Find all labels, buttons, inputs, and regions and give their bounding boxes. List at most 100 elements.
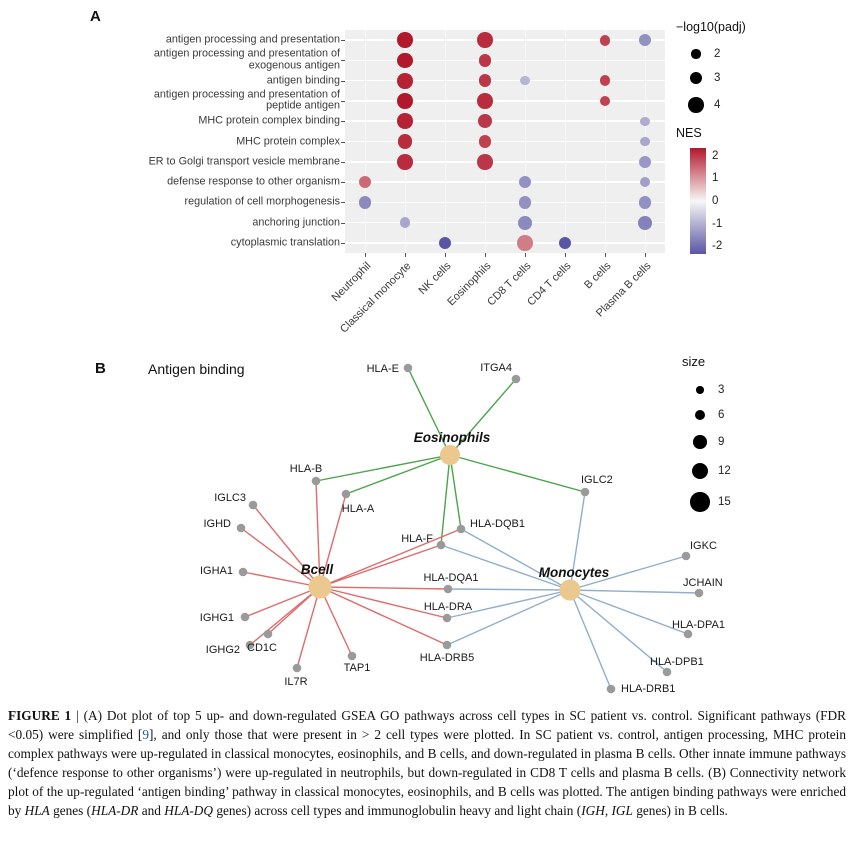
x-tick [485,253,486,257]
dotplot-point-plasma-b-cells [640,136,650,147]
gene-node-il7r [292,663,302,673]
citation-link[interactable]: 9 [142,727,149,742]
dotplot-point-cd8-t-cells [518,196,532,209]
caption-text: IGL [611,803,633,818]
network-size-legend-dot [694,409,706,421]
edge-bcell-hla-dra [319,586,448,619]
caption-text: genes) in B cells. [632,803,728,818]
gene-label-cd1c: CD1C [247,642,277,654]
edge-monocytes-igkc [569,555,687,591]
caption-text: genes ( [49,803,92,818]
dotplot-point-eosinophils [477,93,493,109]
h-gridline [345,242,665,244]
size-legend-dot [691,49,701,59]
y-tick [341,121,345,123]
nes-tick-label: 2 [712,149,719,162]
y-tick [341,80,345,82]
x-tick [645,253,646,257]
edge-bcell-il7r [296,586,321,669]
dotplot-point-cd8-t-cells [520,76,530,86]
edge-bcell-hla-dqb1 [319,528,462,588]
y-tick [341,141,345,143]
gene-node-iglc2 [580,487,590,497]
edge-monocytes-hla-dpb1 [569,589,668,673]
dotplot-point-eosinophils [477,153,493,170]
gene-label-iglc3: IGLC3 [214,492,246,504]
caption-text: HLA [24,803,50,818]
gene-label-igha1: IGHA1 [200,565,233,577]
network-size-legend-dot [691,462,709,480]
size-legend-dot [688,97,704,113]
pathway-label: regulation of cell morphogenesis [184,195,340,208]
edge-eosinophils-itga4 [449,378,517,456]
gene-label-hla-drb1: HLA-DRB1 [621,683,675,695]
dotplot-point-cd4-t-cells [558,236,572,250]
gene-label-ighg2: IGHG2 [206,644,240,656]
edge-bcell-hla-a [319,493,347,588]
figure-caption: FIGURE 1 | (A) Dot plot of top 5 up- and… [8,706,846,820]
pathway-label: anchoring junction [252,215,340,228]
gene-label-hla-drb5: HLA-DRB5 [420,652,474,664]
caption-text: HLA-DQ [164,803,214,818]
edge-bcell-igha1 [242,571,321,588]
network-title: Antigen binding [148,361,245,377]
gene-node-tap1 [347,651,357,661]
x-tick [565,253,566,257]
edge-monocytes-hla-drb1 [569,589,612,690]
x-tick [445,253,446,257]
caption-text: [ [137,727,143,742]
nes-tick-label: 1 [712,172,719,185]
y-tick [341,242,345,244]
gene-label-hla-f: HLA-F [401,533,433,545]
gene-label-iglc2: IGLC2 [581,474,613,486]
hub-node-monocytes [559,579,581,601]
size-legend-dot [689,71,703,85]
edge-monocytes-hla-f [440,544,571,591]
pathway-label: MHC protein complex binding [198,114,340,127]
dotplot-point-neutrophil [358,196,372,209]
x-tick [605,253,606,257]
h-gridline [345,140,665,143]
edge-bcell-tap1 [319,586,353,657]
edge-bcell-hla-drb5 [319,586,448,646]
nes-tick-label: -1 [712,217,723,230]
gene-node-igha1 [238,567,248,577]
network-size-legend-value: 12 [718,465,731,477]
pathway-label: antigen processing and presentation [165,33,340,46]
dotplot-point-classical-monocyte [397,52,413,69]
dotplot-point-classical-monocyte [399,217,411,228]
network-size-legend-value: 9 [718,436,725,448]
dotplot-panel [345,30,665,253]
h-gridline [345,181,665,183]
gene-node-hla-dpa1 [683,629,693,639]
padj-legend-title: −log10(padj) [676,20,746,34]
network-size-legend-title: size [682,354,706,369]
edge-bcell-ighg2 [249,586,321,646]
size-legend-value: 3 [714,72,721,84]
h-gridline [345,59,665,62]
network-size-legend-value: 6 [718,409,725,421]
dotplot-point-nk-cells [438,236,452,250]
dotplot-point-classical-monocyte [397,32,413,48]
edge-monocytes-iglc2 [569,491,586,591]
gene-node-iglc3 [248,500,258,510]
dotplot-point-eosinophils [477,114,493,129]
y-tick [341,182,345,184]
gene-label-tap1: TAP1 [344,662,371,674]
h-gridline [345,201,665,204]
y-tick [341,60,345,62]
hub-label-bcell: Bcell [301,562,334,577]
edge-monocytes-jchain [569,589,700,594]
pathway-label: defense response to other organism [167,175,340,188]
v-gridline [604,30,606,253]
gene-label-hla-b: HLA-B [290,463,322,475]
edge-monocytes-hla-dra [446,589,571,619]
edge-bcell-ighd [240,527,321,588]
hub-node-eosinophils [440,445,460,465]
network-size-legend-dot [690,492,710,512]
gene-node-hla-b [311,476,321,486]
nes-tick-label: 0 [712,195,719,207]
gene-node-ighg1 [240,612,250,622]
